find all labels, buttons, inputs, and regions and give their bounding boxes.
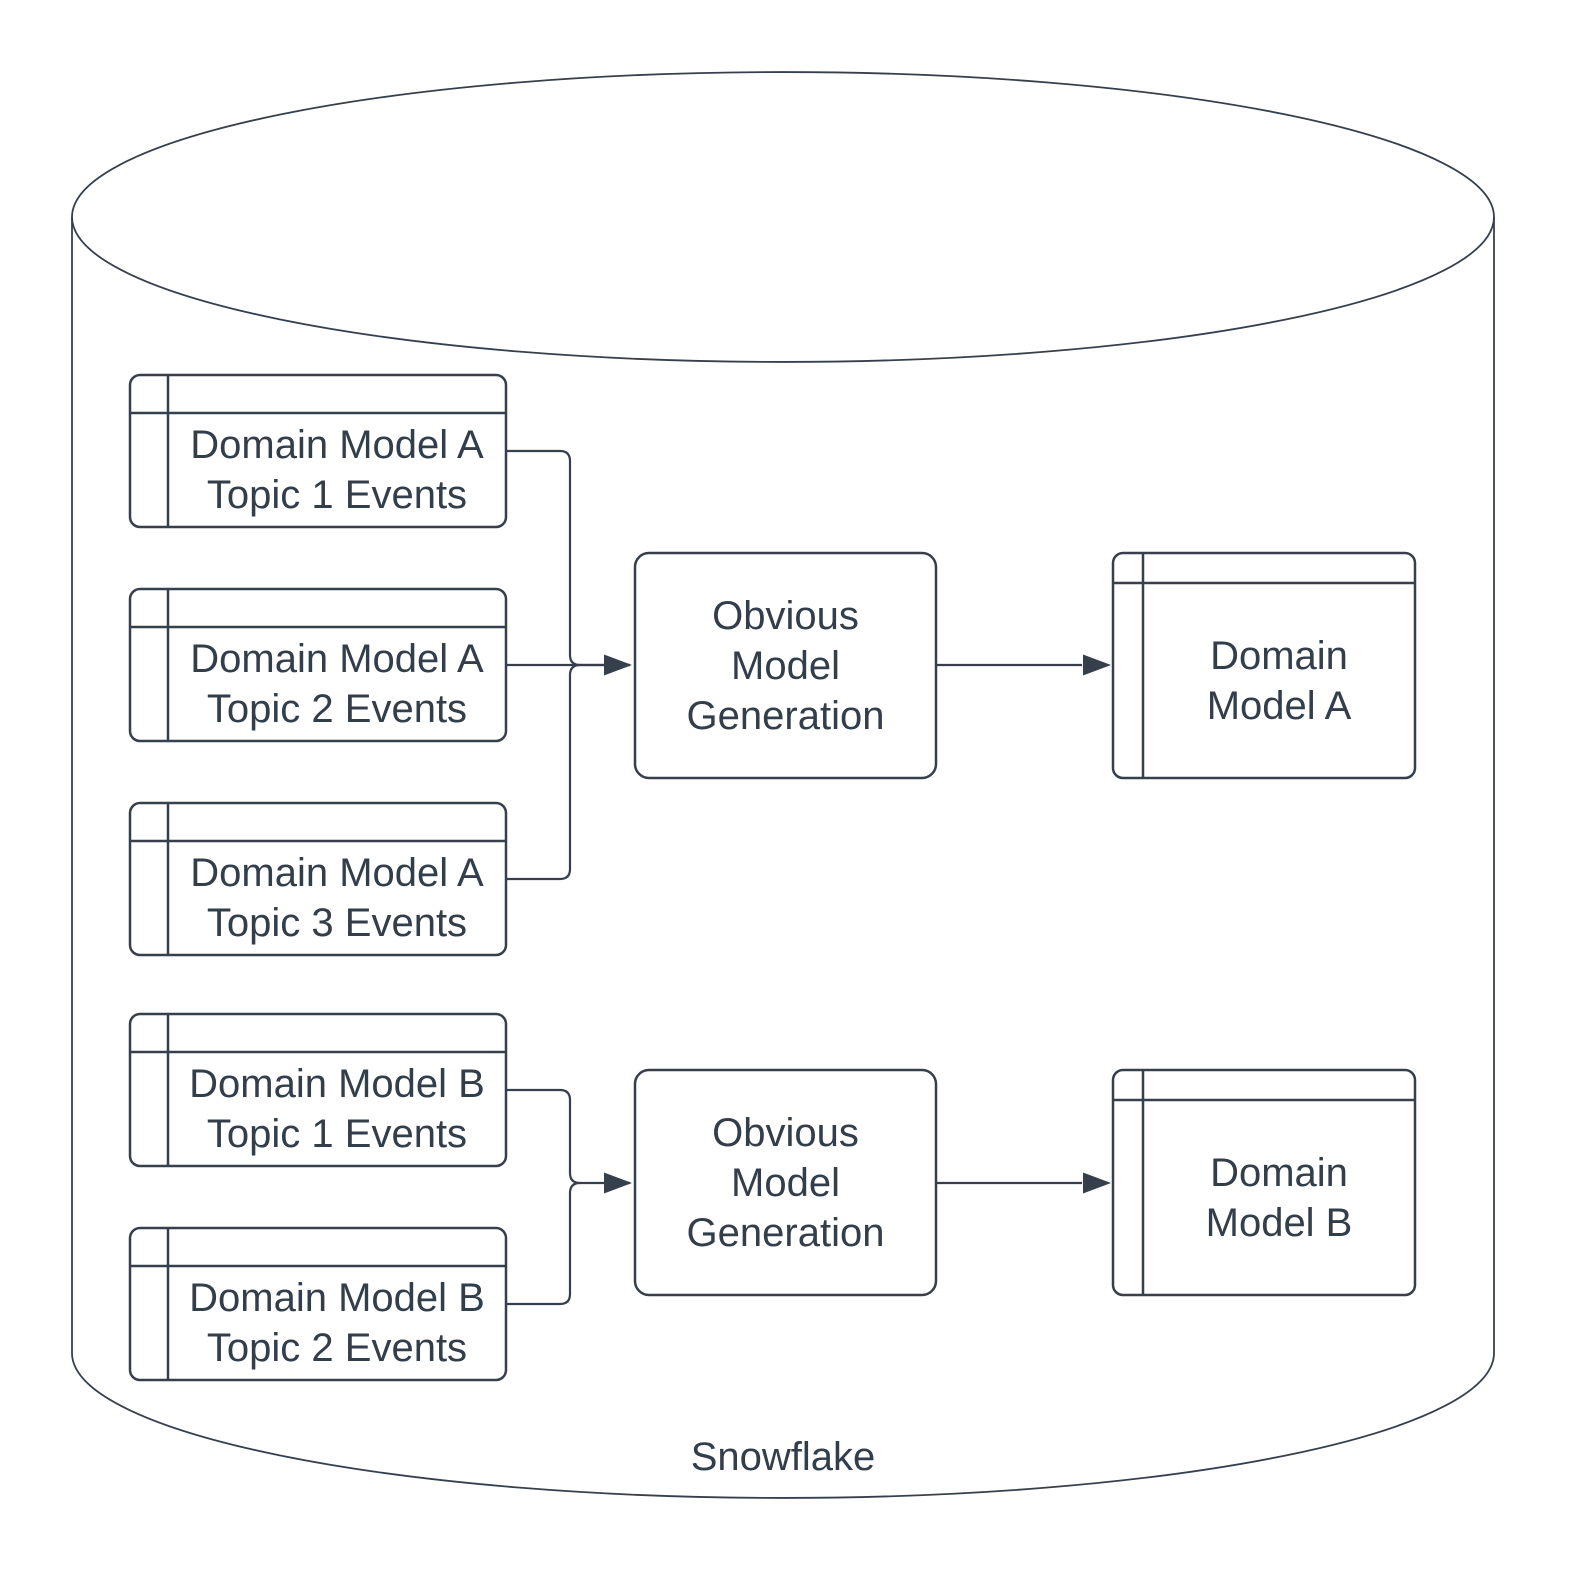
table-node-domain-model-a-topic-2 bbox=[128, 587, 508, 743]
source-table-label: Domain Model A Topic 1 Events bbox=[190, 423, 484, 517]
edge-a-topic3 bbox=[506, 663, 581, 881]
connectors-group-b bbox=[506, 1088, 1082, 1306]
arrowhead bbox=[1083, 1172, 1111, 1194]
source-table-label: Domain Model A Topic 2 Events bbox=[190, 637, 484, 731]
table-node-domain-model-a bbox=[1111, 551, 1417, 780]
output-table-nodes bbox=[1111, 551, 1417, 1297]
source-table-label: Domain Model B Topic 2 Events bbox=[189, 1276, 485, 1370]
table-node-domain-model-a-topic-3 bbox=[128, 801, 508, 957]
table-node-domain-model-a-topic-1 bbox=[128, 373, 508, 529]
process-node-obvious-model-generation-a bbox=[633, 551, 938, 780]
arrowhead bbox=[1083, 654, 1111, 676]
process-label: Obvious Model Generation bbox=[686, 1110, 885, 1255]
output-table-label: Domain Model B bbox=[1205, 1150, 1353, 1245]
output-table-label: Domain Model A bbox=[1206, 633, 1352, 728]
source-table-nodes bbox=[128, 373, 508, 1382]
table-node-domain-model-b-topic-2 bbox=[128, 1226, 508, 1382]
cylinder-label: Snowflake bbox=[690, 1435, 876, 1479]
table-node-domain-model-b-topic-1 bbox=[128, 1012, 508, 1168]
source-table-label: Domain Model A Topic 3 Events bbox=[190, 851, 484, 945]
cylinder-top-ellipse bbox=[71, 216, 1495, 363]
arrowhead bbox=[604, 654, 632, 676]
process-nodes bbox=[633, 551, 938, 1297]
process-node-obvious-model-generation-b bbox=[633, 1068, 938, 1297]
edge-b-topic2 bbox=[506, 1181, 581, 1306]
process-label: Obvious Model Generation bbox=[686, 593, 885, 738]
table-node-domain-model-b bbox=[1111, 1068, 1417, 1297]
source-table-label: Domain Model B Topic 1 Events bbox=[189, 1062, 485, 1156]
arrowhead bbox=[604, 1172, 632, 1194]
